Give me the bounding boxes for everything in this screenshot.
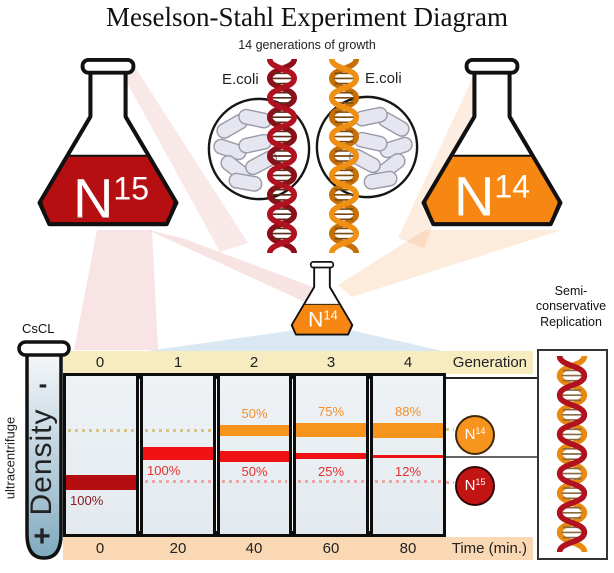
red-label-gen2: 50% xyxy=(241,464,268,479)
time-axis-label: Time (min.) xyxy=(451,540,527,557)
band-hybrid-gen2 xyxy=(220,451,289,462)
band-hybrid-gen3 xyxy=(296,453,366,459)
band-light-gen2 xyxy=(220,425,289,436)
dna-helix-semi-conservative xyxy=(549,356,595,552)
band-light-gen3 xyxy=(296,423,366,437)
flask-n15-label: N15 xyxy=(72,166,150,230)
orange-label-gen4: 88% xyxy=(394,404,422,419)
semi-conservative-label: Semi- conservative Replication xyxy=(535,284,607,329)
red-label-gen4: 12% xyxy=(394,464,422,479)
time-axis: 0 20 40 60 80 Time (min.) xyxy=(63,537,533,560)
cscl-label: CsCL xyxy=(22,321,55,336)
generation-tick-1: 1 xyxy=(173,354,183,371)
gradient-column-gen0: 100% xyxy=(63,373,139,537)
n15-reference-dots xyxy=(222,480,287,483)
band-label-gen1: 100% xyxy=(147,463,181,478)
generation-axis: 0 1 2 3 4 Generation xyxy=(63,351,533,374)
dna-helix-n14 xyxy=(321,59,367,253)
n15-reference-dots xyxy=(375,480,441,483)
flask-n14-label: N14 xyxy=(453,164,531,228)
dna-helix-n15 xyxy=(259,59,305,253)
n14-reference-dots xyxy=(145,429,211,432)
marker-n14: N14 xyxy=(455,415,495,455)
gradient-column-gen2: 50% 50% xyxy=(217,373,292,537)
time-tick-60: 60 xyxy=(322,540,340,557)
time-tick-0: 0 xyxy=(95,540,105,557)
ecoli-label-right: E.coli xyxy=(365,70,402,87)
band-hybrid-gen4 xyxy=(373,455,443,458)
time-tick-40: 40 xyxy=(245,540,263,557)
gradient-column-gen3: 75% 25% xyxy=(293,373,369,537)
red-label-gen3: 25% xyxy=(317,464,345,479)
marker-n15: N15 xyxy=(455,466,495,506)
n15-reference-dots xyxy=(298,480,364,483)
band-light-gen4 xyxy=(373,423,443,438)
gradient-column-gen4: 88% 12% xyxy=(370,373,446,537)
page-title: Meselson-Stahl Experiment Diagram xyxy=(106,2,508,32)
n15-marker-connector xyxy=(446,481,454,484)
flask-small-n14-label: N14 xyxy=(308,307,338,332)
density-minus-sign: - xyxy=(38,368,48,399)
generation-tick-3: 3 xyxy=(326,354,336,371)
generation-tick-0: 0 xyxy=(95,354,105,371)
generation-tick-4: 4 xyxy=(403,354,413,371)
n14-reference-dots xyxy=(68,429,134,432)
ecoli-label-left: E.coli xyxy=(222,71,259,88)
marker-panel-top-border xyxy=(445,377,537,379)
band-hybrid-gen1 xyxy=(143,447,213,460)
orange-label-gen3: 75% xyxy=(317,404,345,419)
generation-axis-label: Generation xyxy=(452,354,527,371)
marker-panel xyxy=(446,379,537,537)
centrifuge-tube xyxy=(17,340,71,560)
growth-caption: 14 generations of growth xyxy=(238,38,376,52)
density-axis-label: Density xyxy=(25,408,58,516)
generation-tick-2: 2 xyxy=(249,354,259,371)
marker-panel-divider xyxy=(446,456,537,458)
band-label-gen0: 100% xyxy=(70,493,104,508)
semi-conservative-box xyxy=(537,349,608,560)
gradient-column-gen1: 100% xyxy=(140,373,216,537)
orange-label-gen2: 50% xyxy=(241,406,268,421)
time-tick-80: 80 xyxy=(399,540,417,557)
ultracentrifuge-label: ultracentrifuge xyxy=(2,416,18,500)
band-heavy-n15-gen0 xyxy=(66,475,136,490)
time-tick-20: 20 xyxy=(169,540,187,557)
n14-marker-connector xyxy=(446,428,454,431)
n15-reference-dots xyxy=(145,480,211,483)
density-plus-sign: + xyxy=(33,520,51,553)
